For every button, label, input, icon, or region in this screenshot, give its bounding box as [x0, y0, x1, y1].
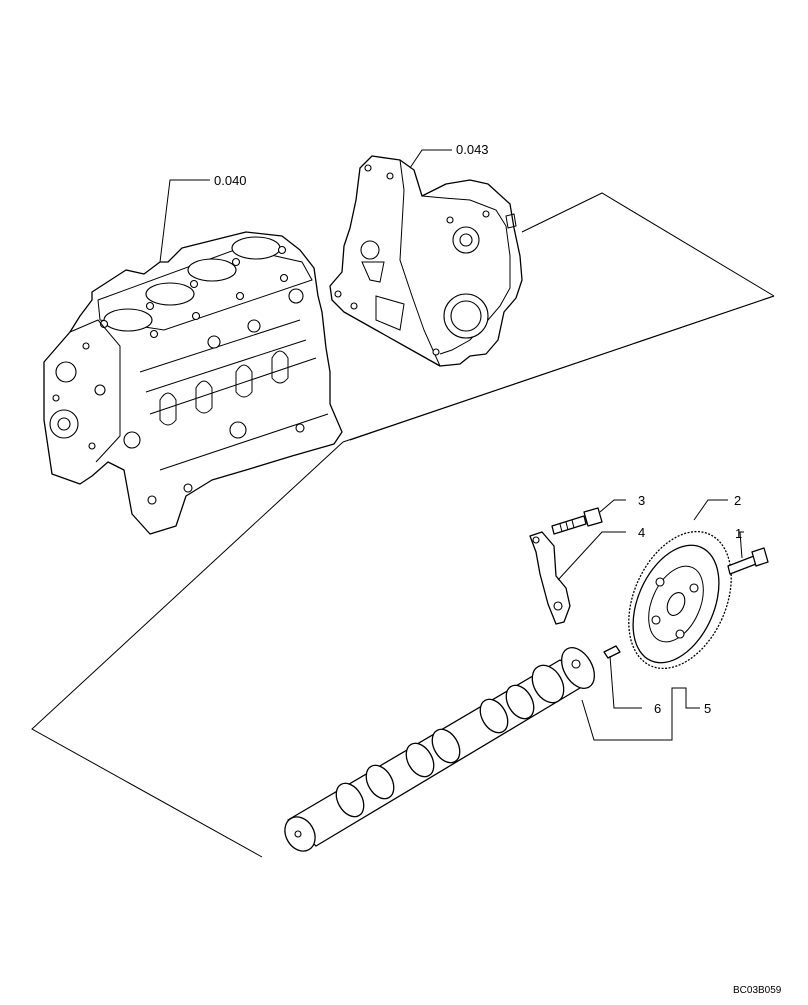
bracket-5	[581, 687, 700, 741]
callout-6[interactable]: 6	[654, 701, 662, 716]
leader-3	[599, 499, 626, 513]
leader-4	[557, 531, 626, 581]
callout-5[interactable]: 5	[704, 701, 712, 716]
drawing-code: BC03B059	[733, 985, 782, 996]
callout-2[interactable]: 2	[734, 493, 742, 508]
camshaft-gear-2[interactable]	[609, 516, 752, 685]
pin-6[interactable]	[603, 645, 621, 659]
callout-3[interactable]: 3	[638, 493, 646, 508]
leader-0.040	[159, 179, 210, 263]
assembly-outline	[31, 192, 775, 858]
ref-label-timing-cover[interactable]: 0.043	[456, 142, 489, 157]
leader-6	[609, 655, 642, 709]
callout-1[interactable]: 1	[735, 526, 743, 541]
callout-4[interactable]: 4	[638, 525, 646, 540]
plate-4[interactable]	[529, 531, 571, 625]
ref-label-engine-block[interactable]: 0.040	[214, 173, 247, 188]
camshaft-5[interactable]	[279, 642, 601, 857]
timing-housing[interactable]	[329, 155, 523, 367]
bolt-1[interactable]	[727, 547, 769, 575]
leader-0.043	[409, 149, 452, 169]
leader-1	[739, 531, 744, 559]
engine-block[interactable]	[43, 231, 343, 535]
leader-2	[693, 499, 728, 521]
bolt-3[interactable]	[551, 507, 603, 535]
